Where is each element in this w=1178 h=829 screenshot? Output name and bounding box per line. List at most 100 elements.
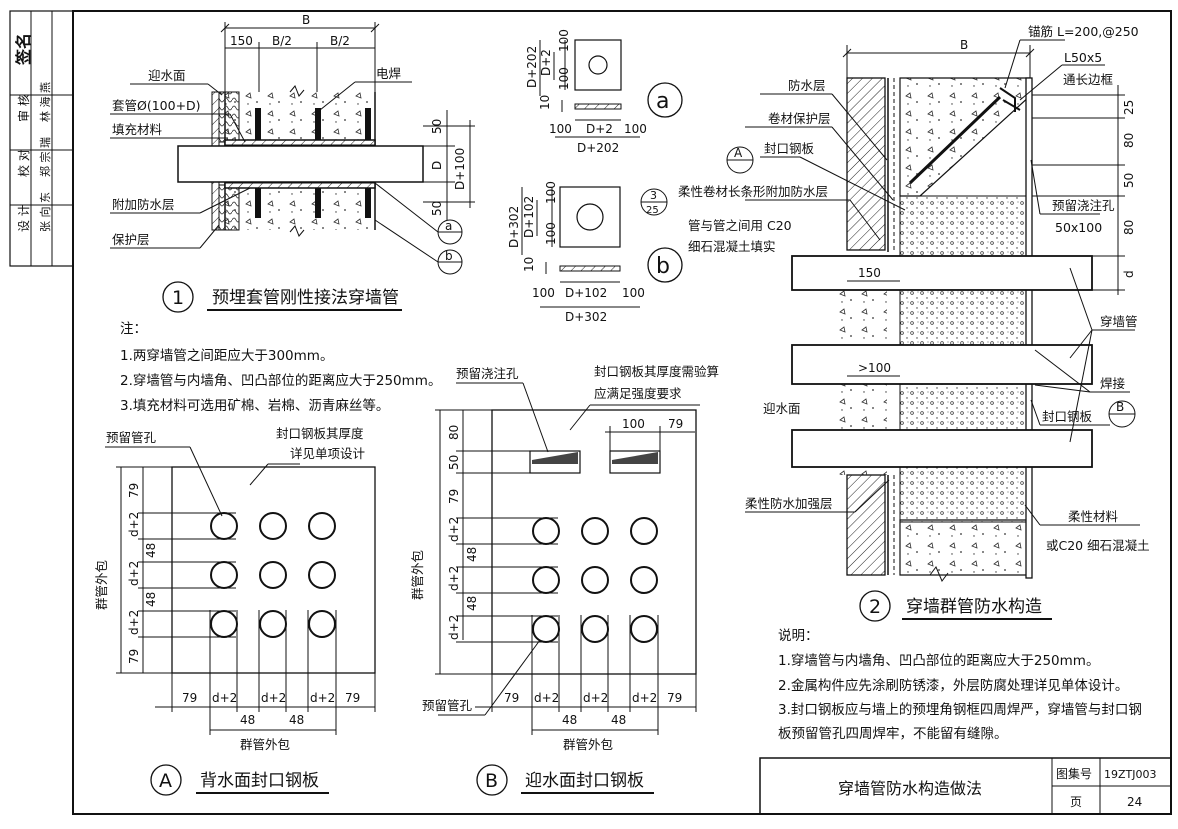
fig2-dim-B: B [960, 38, 968, 52]
figB-dim-v-4: 48 [465, 547, 479, 562]
sidebar-name-2: 郑 宗 瑞 [38, 137, 52, 177]
detail-a-dim-7: 100 [624, 122, 647, 136]
detail-b-ref: b [656, 254, 670, 279]
notes2-head: 说明： [778, 628, 819, 644]
figB-dim-v-5: d+2 [447, 566, 461, 591]
fig2-label-angle: L50x5 [1064, 50, 1102, 65]
figA-label-plate-2: 详见单项设计 [290, 446, 365, 461]
notes2-item-2: 2.金属构件应先涂刷防锈漆，外层防腐处理详见单体设计。 [778, 677, 1128, 694]
figB-title: 迎水面封口钢板 [525, 771, 644, 791]
detail-a-dim-4: 10 [538, 95, 552, 110]
detail-b-dim-7: 100 [622, 286, 645, 300]
figB-dim-v-7: d+2 [447, 615, 461, 640]
detail-a-dim-6: D+2 [586, 122, 613, 136]
detail-b-dim-1: D+102 [522, 196, 536, 238]
fig2-dim-d: d [1122, 270, 1136, 278]
fig2-label-flex-mat-2: 或C20 细石混凝土 [1046, 538, 1150, 553]
figB-dim-v-6: 48 [465, 596, 479, 611]
detail-a-dim-5: 100 [549, 122, 572, 136]
fig2-label-strip: 柔性卷材长条形附加防水层 [678, 184, 828, 199]
notes-1: 注： 1.两穿墙管之间距应大于300mm。 2.穿墙管与内墙角、凹凸部位的距离应… [120, 321, 441, 414]
figA-letter: A [159, 770, 172, 792]
fig1-label-extra-waterproof: 附加防水层 [112, 197, 175, 212]
sidebar-row-1: 审 核 [16, 94, 31, 122]
fig1-dim-half1: B/2 [272, 34, 292, 48]
detail-a-dim-3: 100 [557, 67, 571, 90]
detail-b: D+302 D+102 100 100 10 100 D+102 100 D+3… [507, 181, 683, 324]
figA-dim-h-3: d+2 [261, 691, 286, 705]
fig2-dim-25: 25 [1122, 100, 1136, 115]
figB-dim-h-5: d+2 [632, 691, 657, 705]
detail-b-dim-4: 10 [522, 257, 536, 272]
figA-label-pipe-hole: 预留管孔 [106, 430, 157, 445]
fig1-dim-half2: B/2 [330, 34, 350, 48]
sidebar-row-2: 校 对 [16, 149, 31, 177]
fig2-label-flex-mat-1: 柔性材料 [1068, 509, 1119, 524]
figA-pipe-holes [210, 512, 336, 638]
figA-dim-v-1: d+2 [127, 512, 141, 537]
detail-a-ref: a [656, 89, 669, 114]
detail-b-dim-2: 100 [544, 181, 558, 204]
figB-dim-v-3: d+2 [447, 517, 461, 542]
title-block-atlas-no: 19ZTJ003 [1104, 768, 1157, 781]
fig2-label-seal-plate-2: 封口钢板 [1042, 409, 1093, 424]
sidebar: 签名 审 核 校 对 设 计 林 海 燕 郑 宗 瑞 张 向 东 [9, 10, 74, 267]
figB-dim-h-6: 79 [667, 691, 682, 705]
fig2-label-anchor: 锚筋 L=200,@250 [1028, 24, 1139, 39]
figB-label-plate-2: 应满足强度要求 [594, 386, 682, 401]
detail-a-dim-8: D+202 [577, 141, 619, 155]
fig2-through-pipes [791, 255, 1093, 468]
figB-group-outer-h: 群管外包 [563, 737, 613, 752]
detail-b-dim-3: 100 [544, 222, 558, 245]
figB-dim-v-0: 80 [447, 425, 461, 440]
figA-group-outer-v: 群管外包 [94, 560, 109, 610]
detail-a-dim-2: 100 [557, 29, 571, 52]
figA-dim-v-0: 79 [127, 483, 141, 498]
title-block: 穿墙管防水构造做法 图集号 19ZTJ003 页 24 [759, 757, 1172, 815]
fig2-dim-150: 150 [858, 266, 881, 280]
fig2-label-fill-1: 管与管之间用 C20 [688, 218, 792, 233]
notes1-item-2: 2.穿墙管与内墙角、凹凸部位的距离应大于250mm。 [120, 372, 441, 389]
fig2-label-flex-strength: 柔性防水加强层 [745, 496, 833, 511]
fig2-label-membrane-protect: 卷材保护层 [768, 111, 831, 126]
figA-dim-h-2: 48 [240, 713, 255, 727]
fig2-dim-80b: 80 [1122, 220, 1136, 235]
notes1-item-3: 3.填充材料可选用矿棉、岩棉、沥青麻丝等。 [120, 397, 389, 414]
fig1-label-sleeve: 套管Ø(100+D) [112, 98, 201, 113]
figB-group-outer-v: 群管外包 [410, 550, 425, 600]
fig2-label-pour-hole-1: 预留浇注孔 [1052, 198, 1115, 213]
title-block-page-label: 页 [1070, 795, 1082, 809]
fig2-label-waterproof: 防水层 [788, 78, 826, 93]
fig1-dim-50b: 50 [430, 201, 444, 216]
sheet-frame [72, 10, 1172, 815]
notes2-item-1: 1.穿墙管与内墙角、凹凸部位的距离应大于250mm。 [778, 652, 1099, 669]
notes1-item-1: 1.两穿墙管之间距应大于300mm。 [120, 347, 333, 364]
figB-dim-h-1: d+2 [534, 691, 559, 705]
fig2-dim-80a: 80 [1122, 133, 1136, 148]
figB-pipe-holes [532, 517, 658, 643]
fig1-label-weld: 电焊 [376, 66, 401, 81]
detail-b-dim-5: 100 [532, 286, 555, 300]
notes-2: 说明： 1.穿墙管与内墙角、凹凸部位的距离应大于250mm。 2.金属构件应先涂… [778, 628, 1142, 742]
figA-dim-h-5: d+2 [310, 691, 335, 705]
fig1-ref-a: a [445, 219, 452, 233]
figure-2: B 150 >100 25 80 50 80 d [640, 24, 1150, 622]
notes1-head: 注： [120, 321, 147, 337]
figA-dim-h-6: 79 [345, 691, 360, 705]
fig1-label-upstream: 迎水面 [148, 68, 186, 83]
figA-label-plate-1: 封口钢板其厚度 [276, 426, 364, 441]
figA-dim-h-4: 48 [289, 713, 304, 727]
sidebar-row-3: 设 计 [17, 204, 31, 232]
figB-label-plate-1: 封口钢板其厚度需验算 [594, 364, 719, 379]
fig1-label-protect: 保护层 [112, 232, 150, 247]
detail-a-dim-1: D+2 [539, 49, 553, 76]
fig2-ref-A: A [734, 146, 743, 160]
fig2-label-fill-2: 细石混凝土填实 [688, 239, 776, 254]
notes2-item-3: 3.封口钢板应与墙上的预埋角钢框四周焊严，穿墙管与封口钢 [778, 701, 1142, 718]
figA-dim-v-6: 79 [127, 649, 141, 664]
fig2-dim-gt100: >100 [858, 361, 891, 375]
fig2-number: 2 [869, 596, 881, 618]
figA-dim-v-3: d+2 [127, 561, 141, 586]
figB-label-pour-hole: 预留浇注孔 [456, 366, 519, 381]
